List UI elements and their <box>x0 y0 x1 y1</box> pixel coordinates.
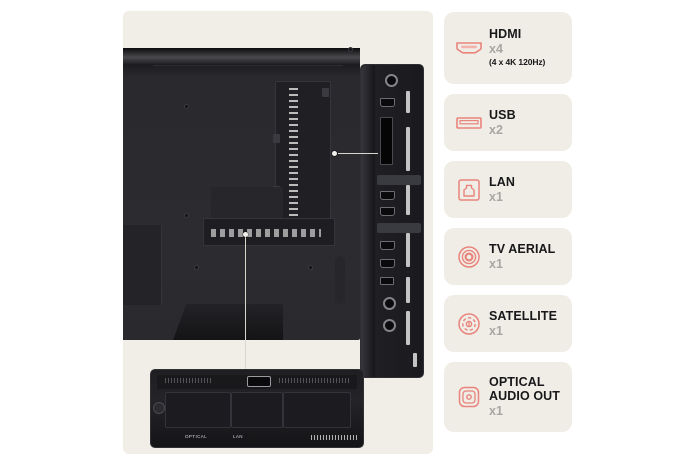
channel-clip <box>322 88 329 97</box>
port-label-strip <box>406 277 410 303</box>
spec-card-lan[interactable]: LAN x1 <box>444 161 572 218</box>
coaxial-aerial-icon <box>451 245 487 269</box>
spec-card-title: HDMI <box>489 27 522 41</box>
tv-left-panel-edge <box>123 225 162 305</box>
hdmi-jack-icon <box>380 98 395 107</box>
spec-card-quantity: x4 <box>489 42 503 56</box>
port-label-strip <box>406 91 410 113</box>
callout-dot-side <box>332 151 337 156</box>
optical-audio-icon <box>451 385 487 409</box>
vesa-screw-icon <box>309 266 312 269</box>
port-label-strip <box>406 185 410 215</box>
vesa-screw-icon <box>349 48 352 51</box>
cable-channel <box>273 81 331 223</box>
spec-card-text: SATELLITE x1 <box>487 308 558 338</box>
vesa-screw-icon <box>195 266 198 269</box>
satellite-port-icon <box>451 312 487 336</box>
spec-card-quantity: x1 <box>489 404 503 418</box>
bottom-port-row <box>211 229 321 237</box>
callout-line-bottom <box>245 235 246 369</box>
usb-port-icon <box>451 115 487 131</box>
hdmi-jack-icon <box>380 191 395 200</box>
spec-card-title: SATELLITE <box>489 308 558 323</box>
inset-vent <box>165 378 213 383</box>
spec-card-title: TV AERIAL <box>489 241 556 256</box>
satellite-jack-icon <box>383 319 396 332</box>
channel-clip <box>273 134 280 143</box>
inset-screw-icon <box>153 402 165 414</box>
ci-card-slot-icon <box>380 117 393 165</box>
inset-usb-jack-icon <box>247 376 271 387</box>
vesa-screw-icon <box>185 105 188 108</box>
inset-port-bay <box>283 392 351 428</box>
port-label-strip <box>406 127 410 171</box>
port-label-strip <box>406 233 410 267</box>
spec-card-title-line2: AUDIO OUT <box>489 388 561 403</box>
spec-card-note: (4 x 4K 120Hz) <box>489 57 546 67</box>
port-label-strip <box>406 311 410 345</box>
hdmi-jack-icon <box>380 207 395 216</box>
inset-label-lan: LAN <box>233 434 243 439</box>
inset-port-bay <box>165 392 231 428</box>
hdmi-jack-icon <box>380 259 395 268</box>
hdmi-port-icon <box>451 40 487 56</box>
bottom-port-closeup: OPTICAL LAN <box>150 369 364 448</box>
power-jack-icon <box>385 74 398 87</box>
spec-card-text: LAN x1 <box>487 174 515 204</box>
usb-jack-icon <box>380 277 394 285</box>
aerial-jack-icon <box>383 297 396 310</box>
spec-card-text: USB x2 <box>487 107 516 137</box>
tv-rear-plate <box>211 187 283 223</box>
spec-card-hdmi[interactable]: HDMI x4 (4 x 4K 120Hz) <box>444 12 572 84</box>
spec-card-satellite[interactable]: SATELLITE x1 <box>444 295 572 352</box>
port-label-strip <box>413 353 417 367</box>
spec-card-quantity: x1 <box>489 256 503 271</box>
inset-barcode <box>311 435 357 440</box>
hdmi-jack-icon <box>380 241 395 250</box>
spec-card-quantity: x1 <box>489 323 503 338</box>
spec-card-optical-audio-out[interactable]: OPTICAL AUDIO OUT x1 <box>444 362 572 432</box>
lan-port-icon <box>451 178 487 202</box>
inset-vent <box>279 378 349 383</box>
vesa-screw-icon <box>185 214 188 217</box>
spec-card-text: TV AERIAL x1 <box>487 241 556 271</box>
tv-rear-ports-photo: OPTICAL LAN <box>123 11 433 454</box>
tv-bevel-line <box>153 65 343 66</box>
panel-divider <box>377 223 421 233</box>
tv-right-panel-edge <box>335 256 345 304</box>
spec-card-usb[interactable]: USB x2 <box>444 94 572 151</box>
callout-line-side <box>338 153 378 154</box>
port-panel-lip <box>361 65 375 377</box>
spec-card-title: LAN <box>489 174 515 189</box>
spec-card-text: HDMI x4 (4 x 4K 120Hz) <box>487 28 545 68</box>
cable-channel-ports <box>289 88 298 216</box>
tv-stand <box>173 304 283 340</box>
spec-card-title-line1: OPTICAL <box>489 375 545 389</box>
tv-top-edge <box>123 48 360 65</box>
port-spec-card-list: HDMI x4 (4 x 4K 120Hz) USB x2 <box>444 12 574 442</box>
panel-divider <box>377 175 421 185</box>
spec-card-tv-aerial[interactable]: TV AERIAL x1 <box>444 228 572 285</box>
spec-card-title: USB <box>489 107 516 122</box>
spec-card-quantity: x2 <box>489 122 503 137</box>
spec-card-text: OPTICAL AUDIO OUT x1 <box>487 375 561 418</box>
inset-label-optical: OPTICAL <box>185 434 208 439</box>
spec-card-quantity: x1 <box>489 189 503 204</box>
side-port-panel <box>360 64 424 378</box>
inset-port-bay <box>231 392 283 428</box>
callout-dot-bottom <box>243 232 248 237</box>
